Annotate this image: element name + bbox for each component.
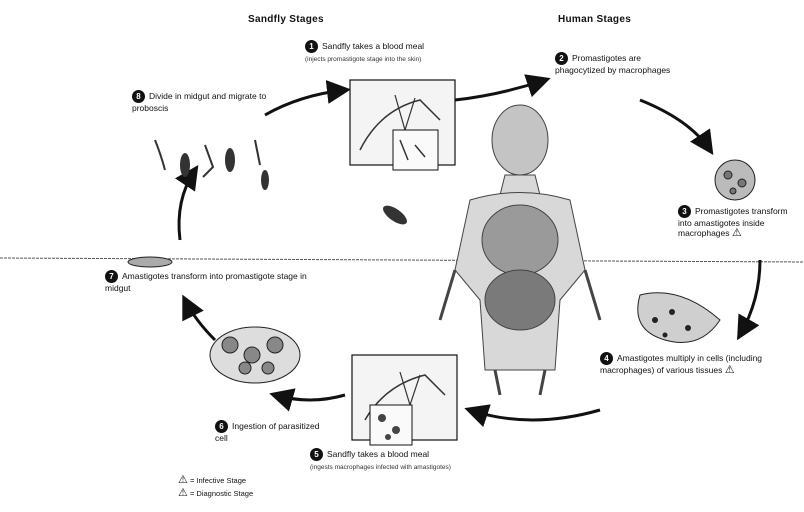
- step-4-number: 4: [600, 352, 613, 365]
- step-6-text: Ingestion of parasitized cell: [215, 421, 319, 443]
- step-3-number: 3: [678, 205, 691, 218]
- infective-stage-warning-icon: ⚠: [732, 227, 742, 239]
- step-5-text: Sandfly takes a blood meal: [327, 449, 429, 459]
- arrow-3-to-4: [740, 260, 760, 335]
- tissue-illustration: [638, 293, 720, 343]
- step-1-text: Sandfly takes a blood meal: [322, 41, 424, 51]
- step-7-number: 7: [105, 270, 118, 283]
- step-2-number: 2: [555, 52, 568, 65]
- step-8-number: 8: [132, 90, 145, 103]
- arrow-6-to-7: [185, 300, 215, 340]
- legend-diagnostic: ⚠ = Diagnostic Stage: [178, 487, 253, 500]
- legend-infective: ⚠ = Infective Stage: [178, 474, 253, 487]
- sandfly-feeding-illustration-top: [350, 80, 455, 170]
- legend: ⚠ = Infective Stage ⚠ = Diagnostic Stage: [178, 474, 253, 500]
- sandfly-stages-heading: Sandfly Stages: [248, 14, 324, 25]
- infective-legend-icon: ⚠: [178, 474, 188, 486]
- step-6-number: 6: [215, 420, 228, 433]
- macrophage-illustration: [715, 160, 755, 200]
- arrow-7-to-8: [179, 170, 195, 240]
- arrow-5-to-6: [275, 395, 345, 400]
- legend-infective-text: = Infective Stage: [190, 476, 246, 485]
- arrow-4-to-5: [470, 410, 600, 420]
- parasitized-cells-illustration: [210, 327, 300, 383]
- arrow-1-to-2: [455, 80, 545, 100]
- step-7-text: Amastigotes transform into promastigote …: [105, 271, 307, 293]
- step-1-subtext: (injects promastigote stage into the ski…: [305, 56, 421, 63]
- step-1-number: 1: [305, 40, 318, 53]
- human-body-illustration: [440, 105, 600, 395]
- legend-diagnostic-text: = Diagnostic Stage: [190, 489, 253, 498]
- step-1-label: 1 Sandfly takes a blood meal (injects pro…: [305, 40, 505, 64]
- human-stages-heading: Human Stages: [558, 14, 631, 25]
- step-5-subtext: (ingests macrophages infected with amast…: [310, 464, 451, 471]
- step-5-number: 5: [310, 448, 323, 461]
- sandfly-feeding-illustration-bottom: [352, 355, 457, 445]
- step-8-text: Divide in midgut and migrate to probosci…: [132, 91, 266, 113]
- step-4-text: Amastigotes multiply in cells (including…: [600, 353, 762, 375]
- diagnostic-stage-warning-icon: ⚠: [725, 364, 735, 376]
- diagnostic-legend-icon: ⚠: [178, 487, 188, 499]
- step-2-text: Promastigotes are phagocytized by macrop…: [555, 53, 670, 75]
- step-5-label: 5 Sandfly takes a blood meal (ingests mac…: [310, 448, 490, 472]
- arrow-2-to-3: [640, 100, 710, 150]
- midgut-illustration: [128, 257, 172, 267]
- sandfly-human-divider: [0, 258, 804, 262]
